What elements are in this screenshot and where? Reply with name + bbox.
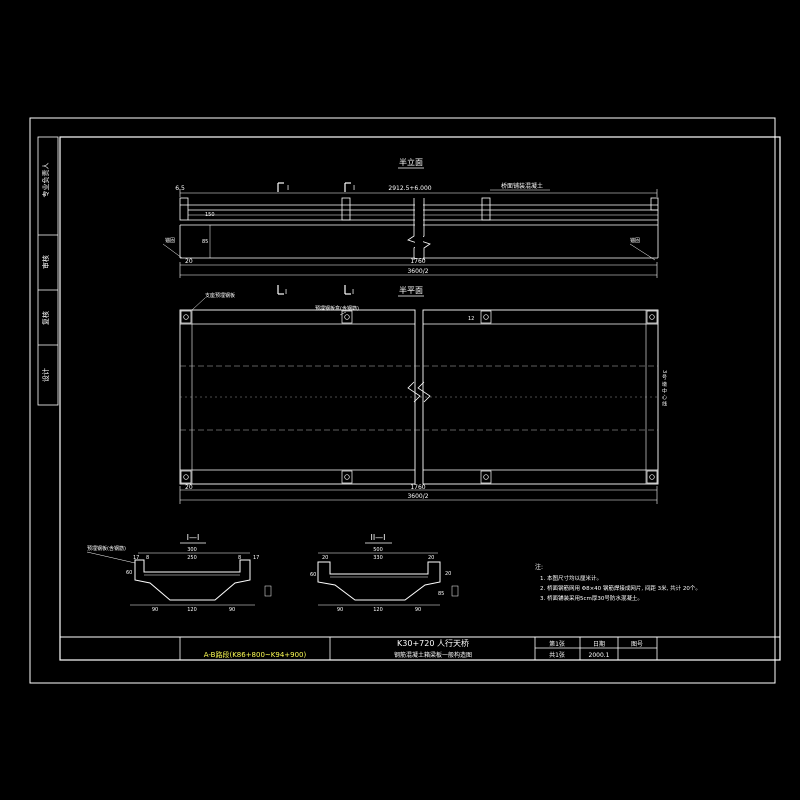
s1-dim-17b: 17 <box>253 555 259 561</box>
section-2-title: II—I <box>370 533 385 542</box>
drawing-title: K30+720 人行天桥 <box>397 638 469 648</box>
elevation-title: 半立面 <box>399 157 423 167</box>
title-block: A-B路段(K86+800~K94+900) K30+720 人行天桥 钢筋混凝… <box>60 636 780 660</box>
s2-dim-85: 85 <box>438 591 444 597</box>
dim-top-left: 6.5 <box>175 185 185 192</box>
note-line-1: 1. 本图尺寸均以厘米计。 <box>540 574 602 582</box>
plan-dim-20: 20 <box>185 484 193 491</box>
plan-dim-3600: 3600/2 <box>407 493 428 500</box>
plan-mark-right: I <box>352 288 354 296</box>
s2-dim-120: 120 <box>373 607 383 613</box>
s1-dim-300: 300 <box>187 547 197 553</box>
strip-label-3: 复核 <box>41 311 50 325</box>
section-1-title: I—I <box>187 533 200 542</box>
s1-dim-90b: 90 <box>229 607 235 613</box>
s2-dim-90b: 90 <box>415 607 421 613</box>
section-2: II—I 500 330 20 20 20 85 60 90 120 90 <box>310 533 459 613</box>
sheet-no: 第1张 <box>549 640 565 648</box>
strip-label-2: 审核 <box>41 255 50 269</box>
callout-deck: 桥面铺装混凝土 <box>501 182 543 190</box>
s2-dim-60: 60 <box>310 572 316 578</box>
elevation-view: 半立面 6.5 2912.5+6.000 桥面铺装混凝土 I I <box>162 157 659 278</box>
plan-mark-left: I <box>285 288 287 296</box>
elev-dim-1760: 1760 <box>410 258 425 265</box>
project-name: A-B路段(K86+800~K94+900) <box>204 650 307 659</box>
inner-frame <box>59 136 781 661</box>
s2-dim-90a: 90 <box>337 607 343 613</box>
outer-frame <box>29 117 776 684</box>
s1-dim-90a: 90 <box>152 607 158 613</box>
left-title-strip: 专业负责人 审核 复核 设计 <box>37 136 59 406</box>
s1-dim-60: 60 <box>126 570 132 576</box>
plan-title: 半平面 <box>399 285 423 295</box>
notes: 注: 1. 本图尺寸均以厘米计。 2. 桥面钢筋网用 Φ8×40 钢筋焊接成网片… <box>535 563 701 602</box>
s1-dim-8b: 8 <box>238 555 241 561</box>
s2-dim-500: 500 <box>373 547 383 553</box>
s1-dim-8a: 8 <box>146 555 149 561</box>
s2-dim-20a: 20 <box>322 555 328 561</box>
s2-dim-330: 330 <box>373 555 383 561</box>
s2-dim-20c: 20 <box>445 571 451 577</box>
span-note: 2912.5+6.000 <box>388 185 431 192</box>
s2-dim-20b: 20 <box>428 555 434 561</box>
note-line-3: 3. 桥面铺装采用5cm厚30号防水混凝土。 <box>540 594 643 602</box>
total-sheets: 共1张 <box>549 651 565 659</box>
elev-dim-150: 150 <box>205 212 215 218</box>
drawing-number-label: 图号 <box>631 641 643 648</box>
elev-dim-3600: 3600/2 <box>407 268 428 275</box>
s1-dim-17a: 17 <box>133 555 139 561</box>
s1-dim-120: 120 <box>187 607 197 613</box>
notes-heading: 注: <box>535 563 543 571</box>
date-label: 日期 <box>593 640 605 648</box>
strip-label-1: 专业负责人 <box>41 163 50 198</box>
s1-label: 预埋钢板(含钢筋) <box>87 545 126 552</box>
date-value: 2000.1 <box>589 652 610 659</box>
plan-callout-1: 支座预埋钢板 <box>205 292 235 299</box>
elev-section-mark-1: I <box>287 184 289 192</box>
elev-section-mark-2: I <box>353 184 355 192</box>
elev-callout-right: 锚固 <box>630 237 640 244</box>
drawing-subtitle: 钢筋混凝土箱梁板一般构造图 <box>394 651 472 659</box>
elev-callout-left: 锚固 <box>165 237 175 244</box>
plan-dim-1760: 1760 <box>410 484 425 491</box>
plan-view: 半平面 I I 支座预埋钢板 预埋钢板盒(含钢筋) <box>179 285 667 504</box>
plan-side-note: 3 号 墩 中 心 线 <box>661 370 667 407</box>
elev-dim-20: 20 <box>185 258 193 265</box>
section-1: I—I 300 250 17 8 8 17 预埋钢板(含钢筋) 60 90 12… <box>86 533 272 613</box>
plan-callout-2: 预埋钢板盒(含钢筋) <box>315 305 359 312</box>
note-line-2: 2. 桥面钢筋网用 Φ8×40 钢筋焊接成网片, 间距 3米, 共计 20个。 <box>540 584 701 592</box>
plan-dim-12: 12 <box>468 316 474 322</box>
strip-label-4: 设计 <box>41 368 50 382</box>
s1-dim-250: 250 <box>187 555 197 561</box>
elev-dim-85: 85 <box>202 239 208 245</box>
